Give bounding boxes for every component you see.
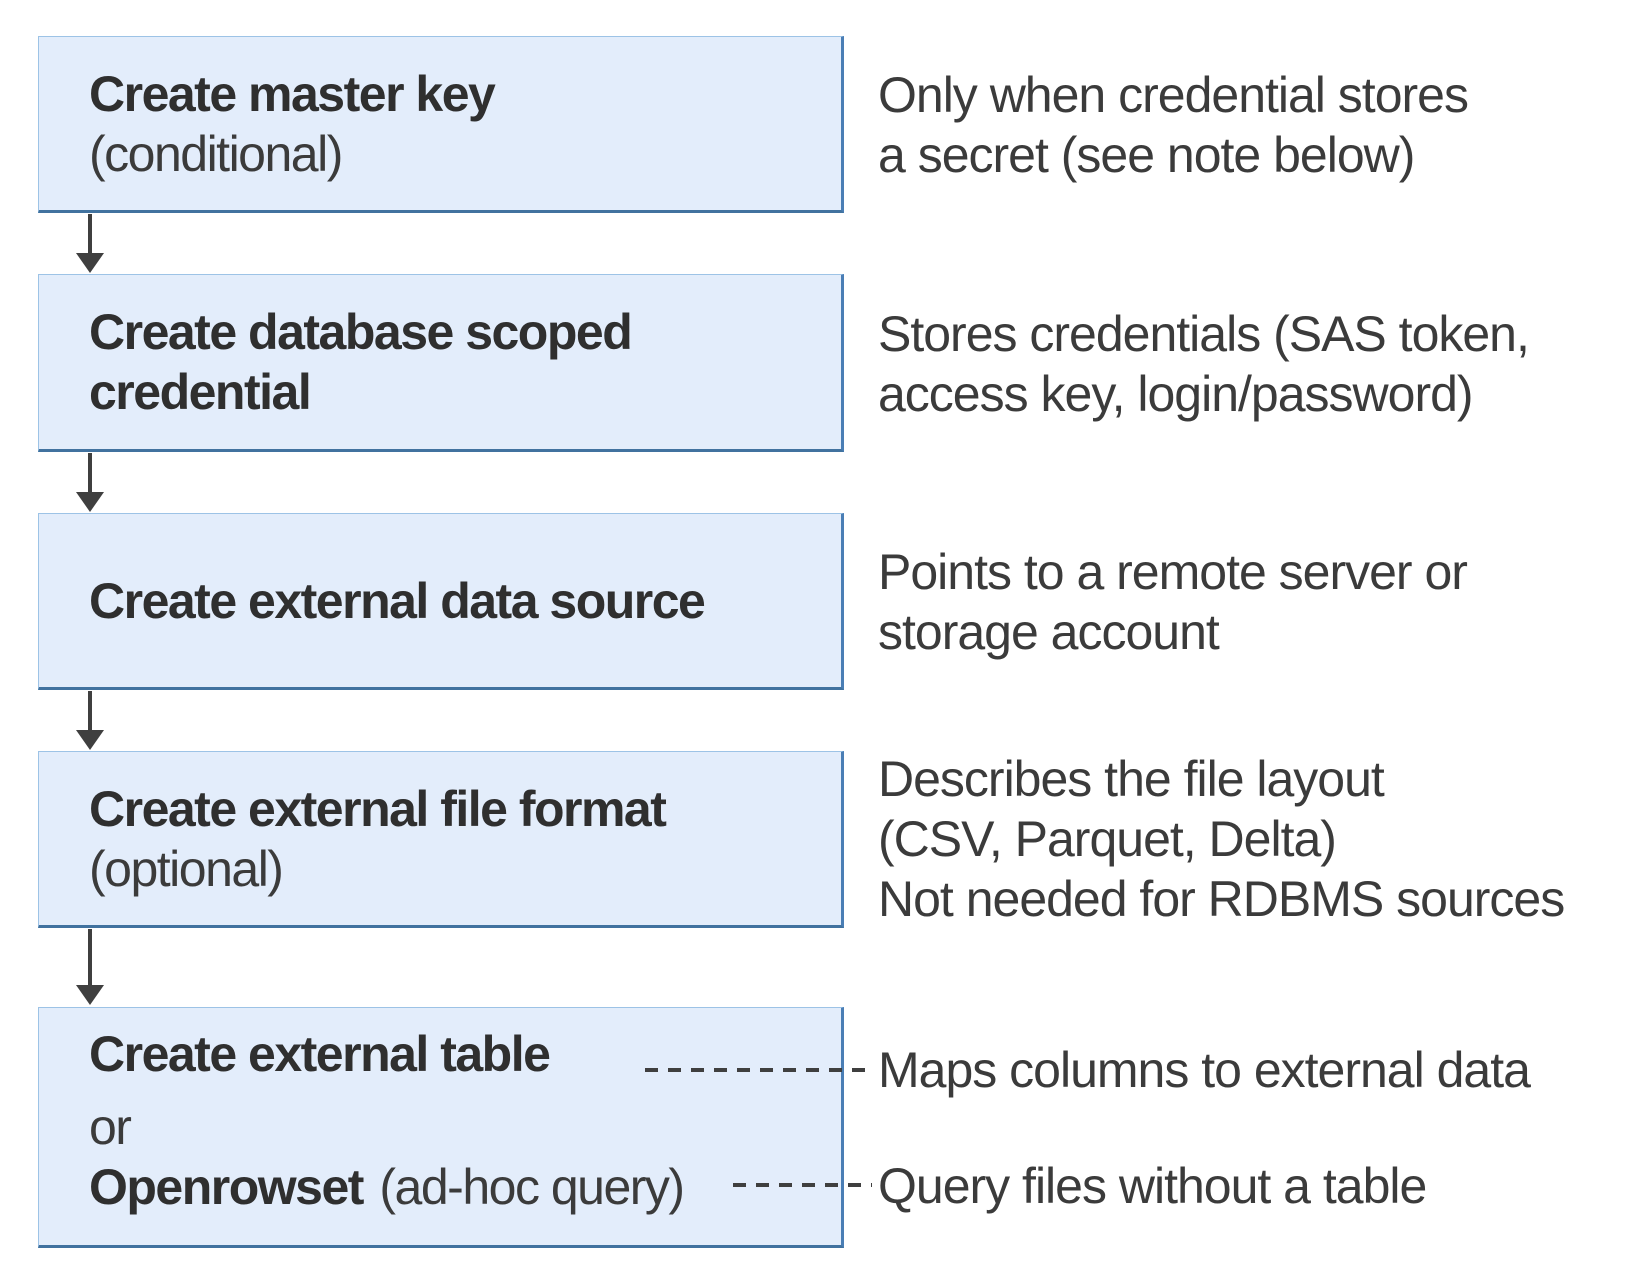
note-line: Points to a remote server or xyxy=(878,544,1468,600)
step-box-create-external-file-format: Create external file format (optional) xyxy=(38,751,844,928)
note-line: storage account xyxy=(878,604,1220,660)
step-alt-title-row: Openrowset (ad-hoc query) xyxy=(89,1157,841,1230)
step-title: Create external data source xyxy=(89,572,706,629)
arrow-head xyxy=(76,253,104,273)
step-box-create-external-data-source: Create external data source xyxy=(38,513,844,690)
step-alt-suffix: (ad-hoc query) xyxy=(379,1158,685,1215)
arrow-stem xyxy=(88,453,92,492)
down-arrow-icon xyxy=(76,691,104,750)
step-subtitle: (conditional) xyxy=(89,125,343,182)
note-database-scoped-credential: Stores credentials (SAS token, access ke… xyxy=(878,304,1530,424)
note-line: Stores credentials (SAS token, xyxy=(878,306,1530,362)
note-line: Only when credential stores xyxy=(878,67,1469,123)
arrow-head xyxy=(76,492,104,512)
note-openrowset: Query files without a table xyxy=(878,1158,1427,1214)
arrow-stem xyxy=(88,929,92,985)
step-box-create-external-table-or-openrowset: Create external table or Openrowset (ad-… xyxy=(38,1007,844,1248)
step-box-create-database-scoped-credential: Create database scoped credential xyxy=(38,274,844,452)
down-arrow-icon xyxy=(76,929,104,1005)
arrow-stem xyxy=(88,691,92,730)
arrow-head xyxy=(76,985,104,1005)
note-external-file-format: Describes the file layout (CSV, Parquet,… xyxy=(878,749,1565,929)
dashed-connector-external-table xyxy=(645,1068,872,1072)
step-title: Create master key xyxy=(89,65,496,122)
step-title: Create external file format xyxy=(89,780,667,837)
note-line: access key, login/password) xyxy=(878,366,1474,422)
note-line: (CSV, Parquet, Delta) xyxy=(878,811,1337,867)
dashed-connector-openrowset xyxy=(733,1183,872,1187)
note-line: Describes the file layout xyxy=(878,751,1385,807)
note-line: a secret (see note below) xyxy=(878,127,1415,183)
note-line: Not needed for RDBMS sources xyxy=(878,871,1565,927)
step-title: Create database scoped credential xyxy=(89,304,633,420)
step-title-row: Create external table xyxy=(89,1024,841,1097)
step-title: Create external table xyxy=(89,1025,551,1082)
note-external-table: Maps columns to external data xyxy=(878,1042,1531,1098)
step-subtitle: (optional) xyxy=(89,840,284,897)
arrow-head xyxy=(76,730,104,750)
or-label: or xyxy=(89,1098,132,1155)
arrow-stem xyxy=(88,214,92,253)
step-box-create-master-key: Create master key (conditional) xyxy=(38,36,844,213)
down-arrow-icon xyxy=(76,214,104,273)
step-alt-title: Openrowset xyxy=(89,1158,364,1215)
note-external-data-source: Points to a remote server or storage acc… xyxy=(878,542,1468,662)
down-arrow-icon xyxy=(76,453,104,512)
note-master-key: Only when credential stores a secret (se… xyxy=(878,65,1469,185)
